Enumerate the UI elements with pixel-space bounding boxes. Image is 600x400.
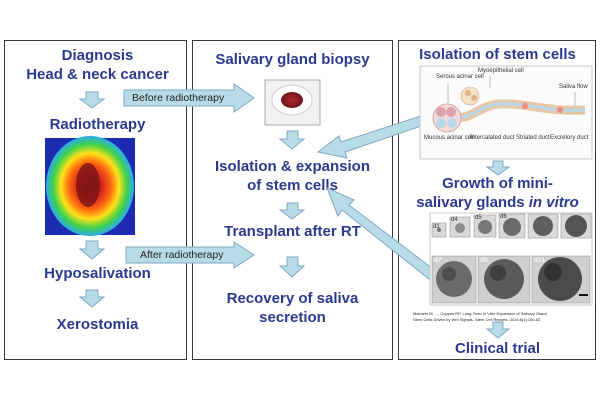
label-serous-acinar: Serous acinar cell [436, 74, 484, 80]
stem-cell-anatomy-figure [419, 65, 593, 160]
citation-2-line2: Stem Cells Driven by Wnt Signals. Stem C… [413, 317, 542, 322]
day-label-d8: d8 [480, 257, 488, 264]
label-saliva-flow: Saliva flow [559, 84, 588, 90]
xerostomia-label: Xerostomia [56, 316, 139, 333]
day-label-d4: d4 [451, 217, 458, 223]
after-radiotherapy-label: After radiotherapy [140, 249, 224, 261]
down-arrow-radiotherapy [78, 240, 106, 260]
down-arrow-diagnosis [78, 91, 106, 109]
label-excretory-duct: Excretory duct [550, 135, 589, 141]
before-radiotherapy-arrow [123, 83, 255, 113]
day-label-d5: d5 [475, 215, 482, 221]
down-arrow-biopsy [278, 130, 306, 150]
citation-2-line1: Maimets M, ..., Coppes RP. Long-Term In … [413, 311, 547, 316]
diagonal-arrow-from-organoids [326, 187, 438, 280]
growth-line2-text: salivary glands [416, 194, 529, 211]
day-label-d7: d7 [434, 257, 442, 264]
before-radiotherapy-label: Before radiotherapy [132, 92, 225, 104]
down-arrow-isolation [278, 202, 306, 220]
day-label-d6: d6 [500, 214, 507, 220]
recovery-line1: Recovery of saliva [226, 290, 359, 307]
down-arrow-isolation-right [485, 160, 511, 176]
isolation-stem-cells-label: Isolation of stem cells [419, 46, 576, 63]
biopsy-photo [264, 79, 321, 126]
biopsy-label: Salivary gland biopsy [215, 51, 370, 68]
recovery-line2: secretion [259, 309, 326, 326]
growth-line1: Growth of mini- [442, 175, 553, 192]
day-label-d11: d11 [534, 257, 546, 264]
radiotherapy-heatmap-image [45, 136, 135, 236]
down-arrow-hyposalivation [78, 289, 106, 308]
down-arrow-clinical [485, 321, 511, 339]
diagnosis-label: Diagnosis [61, 47, 134, 64]
after-radiotherapy-arrow [125, 241, 255, 269]
label-myoepithelial: Myoepithelial cell [478, 68, 524, 74]
label-intercalated-duct: Intercalated duct [470, 135, 515, 141]
cancer-label: Head & neck cancer [26, 66, 169, 83]
down-arrow-transplant [278, 256, 306, 278]
organoid-time-series [429, 212, 593, 306]
transplant-label: Transplant after RT [224, 223, 361, 240]
in-vitro-text: in vitro [528, 194, 579, 211]
hyposalivation-label: Hyposalivation [44, 265, 151, 282]
clinical-trial-label: Clinical trial [454, 340, 541, 357]
growth-line2: salivary glands in vitro [400, 194, 595, 211]
diagonal-arrow-to-biopsy [316, 112, 434, 159]
radiotherapy-label: Radiotherapy [49, 116, 146, 133]
isolation-expansion-line1: Isolation & expansion [214, 158, 371, 175]
label-striated-duct: Striated duct [516, 135, 550, 141]
label-mucous-acinar: Mucous acinar cell [424, 135, 474, 141]
day-label-d1: d1 [433, 224, 440, 230]
isolation-expansion-line2: of stem cells [247, 177, 338, 194]
